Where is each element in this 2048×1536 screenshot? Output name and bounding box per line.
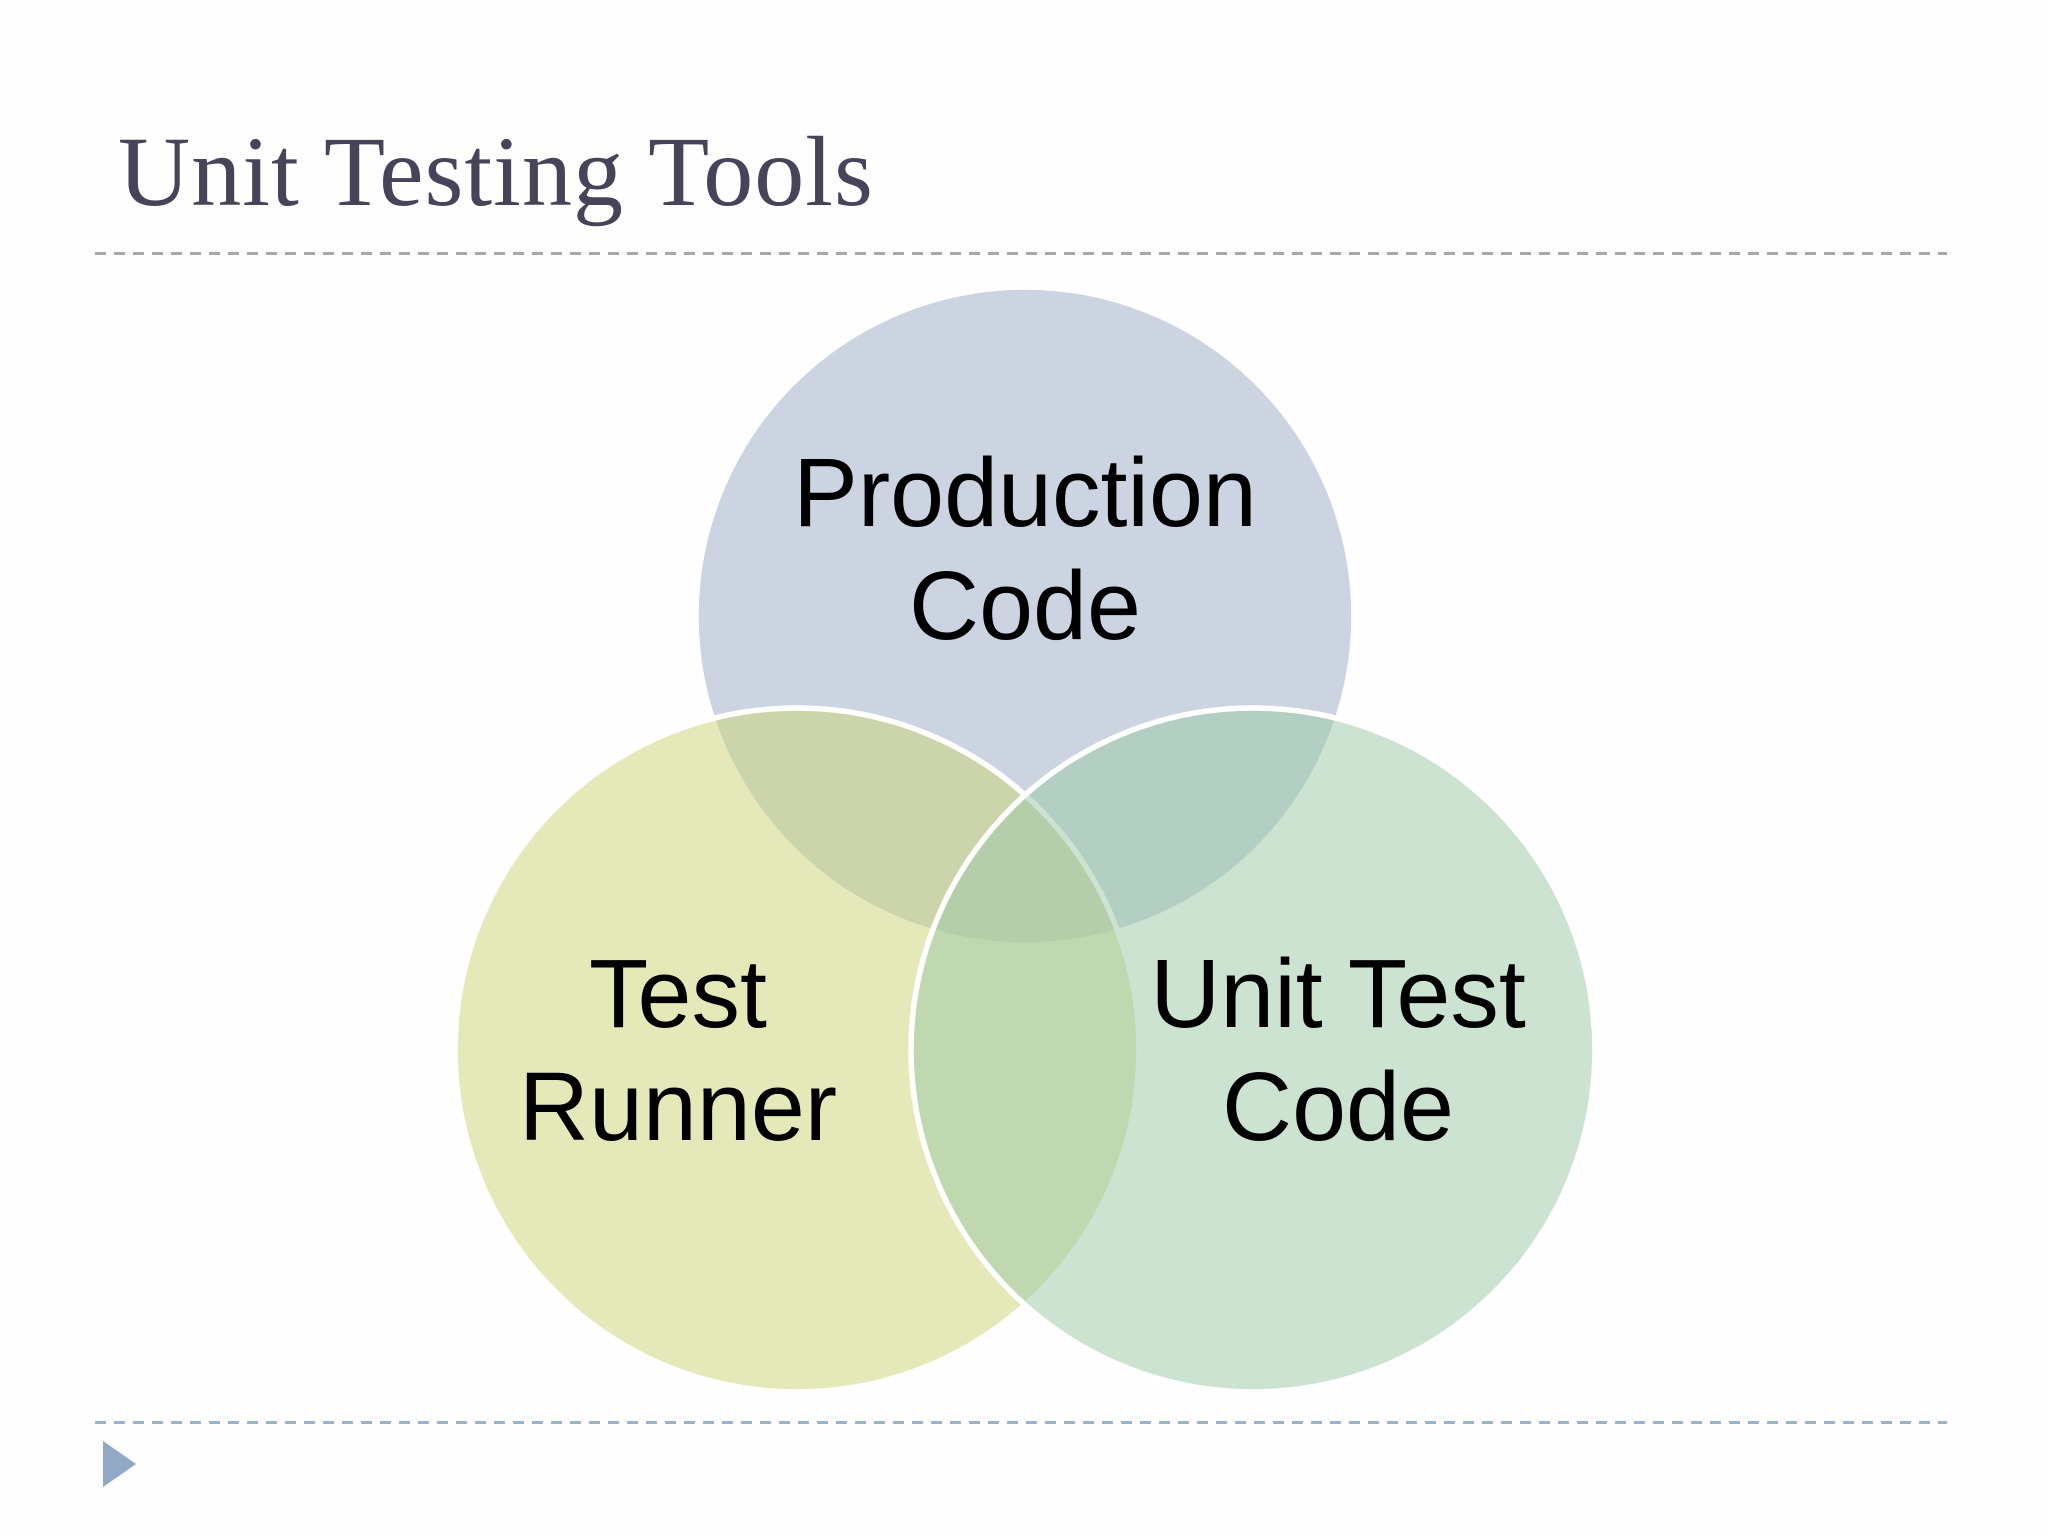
venn-label-line: Runner bbox=[518, 1052, 838, 1161]
venn-label-line: Code bbox=[1222, 1052, 1454, 1161]
footer-divider-dashed-line bbox=[95, 1421, 1947, 1424]
venn-circle-unit-test-code bbox=[908, 705, 1598, 1395]
venn-label-line: Unit Test bbox=[1150, 939, 1526, 1048]
venn-label-line: Code bbox=[909, 551, 1141, 660]
venn-label-line: Production bbox=[793, 438, 1257, 547]
next-slide-arrow-icon bbox=[103, 1441, 136, 1487]
venn-label-line: Test bbox=[589, 939, 767, 1048]
title-divider-dashed-line bbox=[95, 252, 1947, 255]
page-title: Unit Testing Tools bbox=[118, 116, 874, 227]
